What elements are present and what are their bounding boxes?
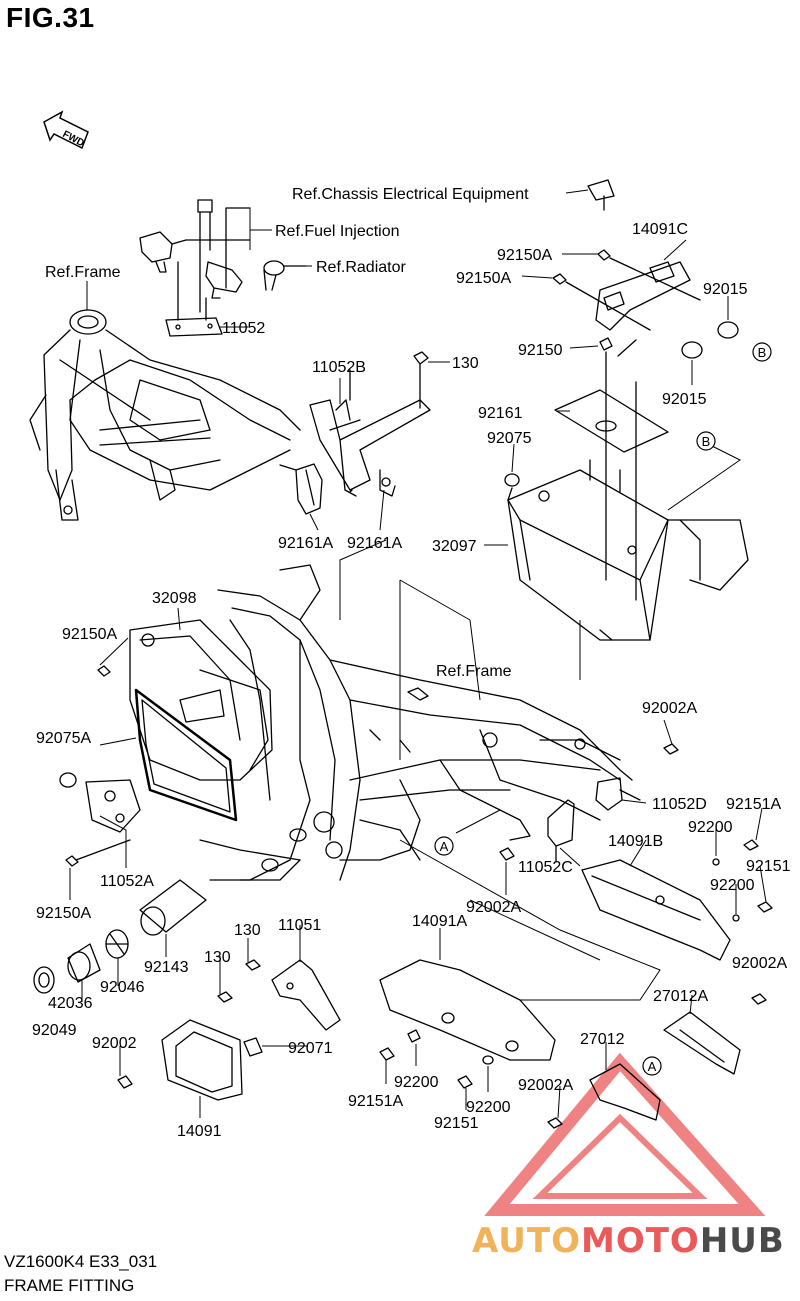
radiator-clamp (263, 260, 307, 291)
bracket-27012a (663, 993, 767, 1075)
part-number-label: 14091A (412, 913, 467, 930)
figure-code: VZ1600K4 E33_031 (4, 1252, 158, 1271)
ref-frame-label: Ref.Frame (436, 663, 512, 680)
pad-92161 (554, 389, 669, 453)
watermark-triangle (484, 1052, 766, 1216)
ref-chassis-label: Ref.Chassis Electrical Equipment (292, 186, 529, 203)
watermark-part-3: HUB (699, 1221, 785, 1261)
part-number-label: 92143 (144, 959, 189, 976)
cover-14091 (117, 1019, 263, 1101)
part-number-label: 14091B (608, 833, 663, 850)
watermark-part-2: MOTO (580, 1221, 700, 1261)
part-number-label: 14091C (632, 221, 688, 238)
part-number-label: 92151A (726, 796, 781, 813)
cover-14091c (552, 179, 739, 601)
fwd-arrow-icon: FWD (43, 110, 89, 149)
part-number-label: 92002A (732, 955, 787, 972)
seal-92049 (33, 966, 55, 994)
part-number-label: 92150A (62, 626, 117, 643)
part-number-label: 92002A (466, 899, 521, 916)
part-number-label: 92002A (518, 1077, 573, 1094)
figure-title: FIG.31 (6, 2, 95, 33)
bracket-11051 (217, 959, 341, 1031)
part-number-label: 92150 (518, 342, 563, 359)
bracket-11052d (595, 743, 679, 811)
frame-front-section (29, 309, 301, 521)
fuel-injection-sensors (139, 199, 251, 337)
part-number-label: 92150A (497, 247, 552, 264)
part-number-label: 92049 (32, 1022, 77, 1039)
svg-text:B: B (758, 345, 767, 360)
part-number-label: 92075A (36, 730, 91, 747)
leader-lines (69, 189, 767, 1119)
part-number-label: 11052D (652, 796, 707, 813)
rubber-92161a (279, 463, 323, 515)
part-number-label: 42036 (48, 995, 93, 1012)
cover-14091b (581, 839, 773, 961)
part-number-label: 92161A (278, 535, 333, 552)
bracket-27012 (547, 1063, 661, 1129)
part-number-label: 92015 (703, 281, 748, 298)
svg-text:A: A (440, 839, 449, 854)
part-number-label: 92200 (466, 1099, 511, 1116)
part-number-label: 92161A (347, 535, 402, 552)
part-number-label: 92151 (746, 858, 791, 875)
part-number-label: 11052 (222, 320, 265, 337)
part-number-label: 32098 (152, 590, 197, 607)
ref-fuel-label: Ref.Fuel Injection (275, 223, 400, 240)
part-number-label: 92200 (710, 877, 755, 894)
part-number-label: 11052A (100, 873, 154, 890)
part-number-label: 92200 (688, 819, 733, 836)
collar-42036 (67, 943, 101, 983)
part-number-label: 11051 (278, 917, 321, 934)
part-number-label: 92015 (662, 391, 707, 408)
part-number-label: 92150A (456, 270, 511, 287)
part-number-label: 92200 (394, 1074, 439, 1091)
part-number-label: 130 (204, 949, 231, 966)
part-number-label: 92151 (434, 1115, 479, 1132)
part-number-label: 27012 (580, 1031, 625, 1048)
part-number-label: 92150A (36, 905, 91, 922)
part-number-label: 92002 (92, 1035, 137, 1052)
watermark-logo: AUTOMOTOHUB (472, 1221, 785, 1261)
svg-text:A: A (648, 1059, 657, 1074)
bracket-11052c (499, 799, 575, 863)
figure-name: FRAME FITTING (4, 1276, 135, 1295)
sleeve-92143 (139, 879, 207, 936)
battery-case-32097 (504, 459, 749, 641)
bearing-92046 (105, 929, 129, 959)
part-number-label: 92071 (288, 1040, 333, 1057)
marker-b-case: B (696, 431, 716, 451)
part-number-label: 27012A (653, 988, 708, 1005)
frame-main-section (199, 564, 633, 881)
part-number-label: 14091 (177, 1123, 222, 1140)
part-number-label: 11052C (518, 859, 573, 876)
part-number-label: 11052B (312, 359, 366, 376)
part-number-label: 92151A (348, 1093, 403, 1110)
part-number-label: 92161 (478, 405, 523, 422)
air-box-32098 (59, 619, 273, 867)
part-number-label: 32097 (432, 538, 477, 555)
ref-radiator-label: Ref.Radiator (316, 259, 406, 276)
part-number-label: 130 (234, 922, 261, 939)
ref-frame-label: Ref.Frame (45, 264, 121, 281)
svg-text:B: B (702, 434, 711, 449)
part-number-label: 130 (452, 355, 479, 372)
marker-b-top: B (752, 342, 772, 362)
marker-a-frame: A (434, 836, 454, 856)
marker-a-bracket: A (642, 1056, 662, 1076)
watermark-part-1: AUTO (472, 1221, 581, 1261)
part-number-label: 92046 (100, 979, 145, 996)
cover-14091a (379, 959, 556, 1089)
bracket-11052b (309, 351, 431, 497)
part-number-label: 92075 (487, 430, 532, 447)
part-number-label: 92002A (642, 700, 697, 717)
